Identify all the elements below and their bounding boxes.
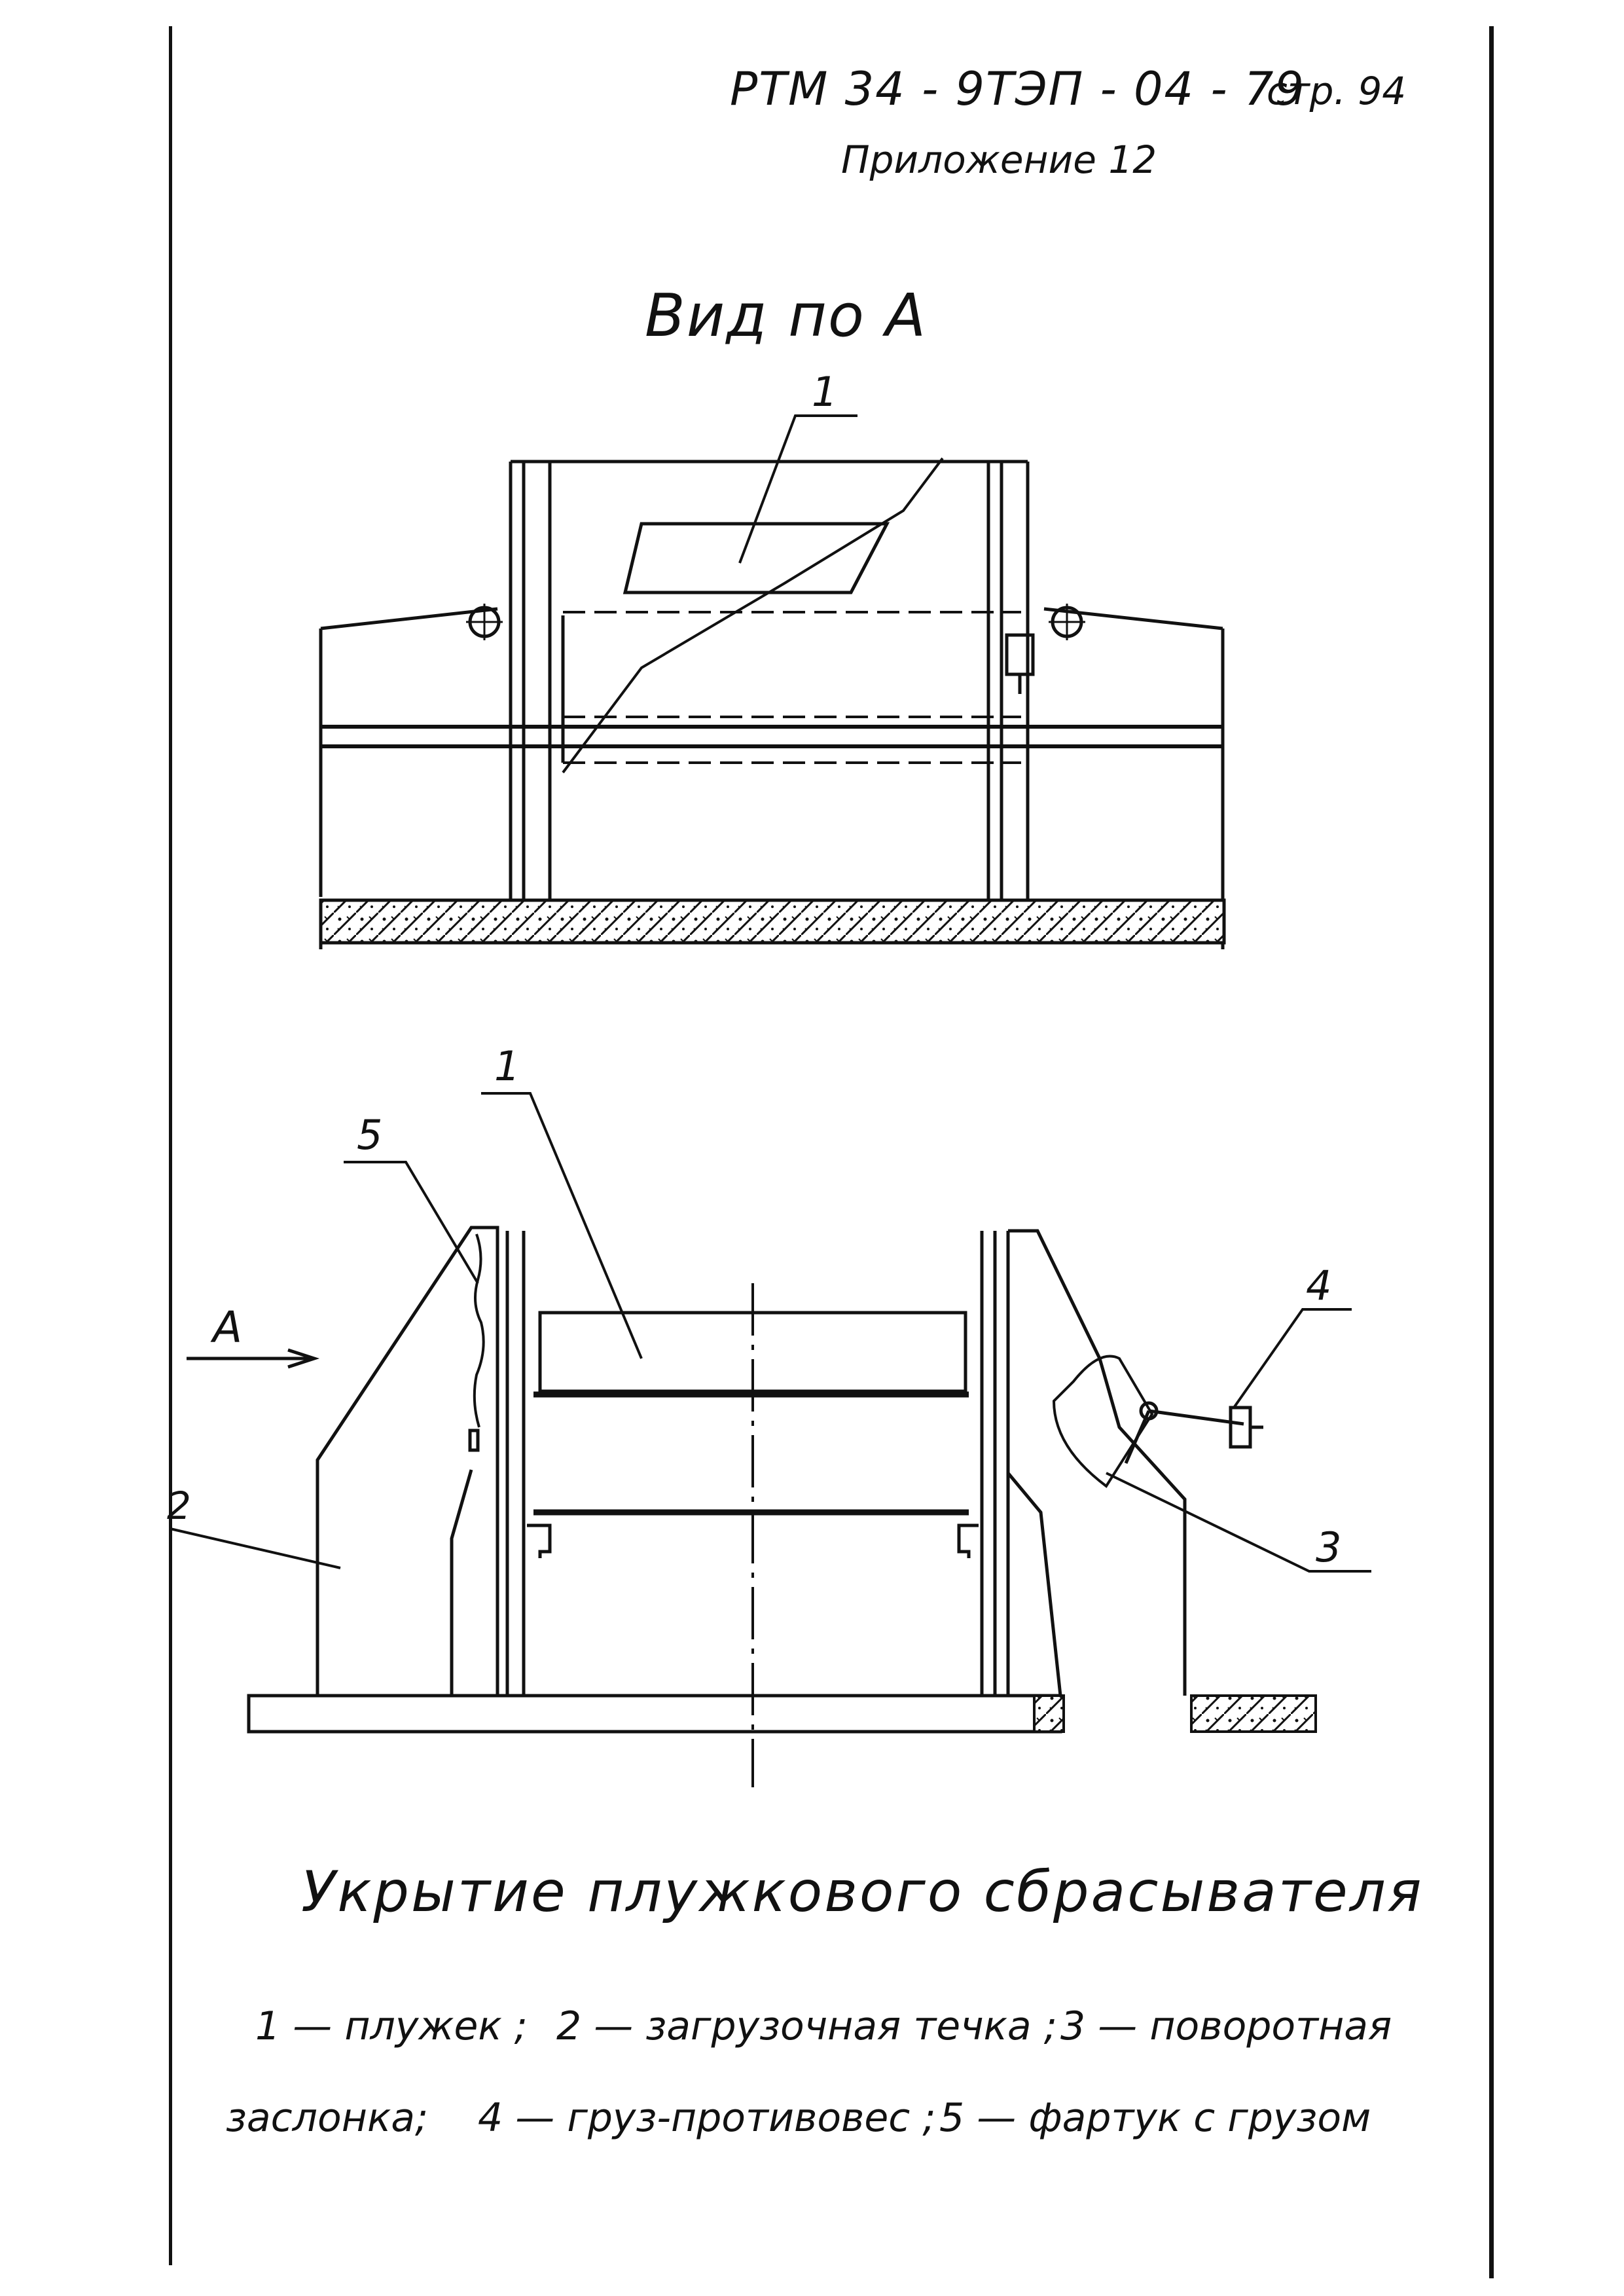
- base-plate: [247, 1694, 1062, 1734]
- plow-diagonal: [562, 457, 944, 774]
- counterweight-lever: [1148, 1409, 1244, 1426]
- apron-weight: [468, 1429, 480, 1452]
- left-border-line: [169, 26, 172, 2265]
- counterweight: [1229, 1406, 1252, 1449]
- legend-item-2: 2 — загрузочная течка ;: [556, 2003, 1057, 2049]
- callout-5-leader: [344, 1161, 479, 1285]
- floor-hatch-right: [1190, 1694, 1317, 1733]
- hidden-belt-line: [563, 611, 1021, 764]
- right-post: [986, 462, 1030, 903]
- side-callout-2: 2: [167, 1484, 191, 1528]
- right-chute: [1008, 1229, 1187, 1696]
- top-callout-1: 1: [812, 368, 837, 416]
- top-view-drawing: [319, 414, 1226, 949]
- chute-inner: [450, 1469, 473, 1696]
- callout-1-leader: [481, 1092, 643, 1359]
- side-view-drawing: [170, 1092, 1371, 1787]
- apron: [473, 1233, 485, 1428]
- side-left-post: [496, 1231, 526, 1696]
- loading-chute: [316, 1226, 499, 1696]
- guide-right: [957, 1523, 979, 1558]
- side-callout-1: 1: [494, 1042, 520, 1090]
- legend-item-3: 3 — поворотная: [1060, 2003, 1392, 2049]
- callout-4-leader: [1233, 1308, 1352, 1409]
- document-code: РТМ 34 - 9ТЭП - 04 - 79: [730, 62, 1305, 116]
- page-number: стр. 94: [1267, 69, 1407, 113]
- conveyor-frame: [319, 607, 1225, 903]
- side-callout-3: 3: [1316, 1523, 1341, 1571]
- legend-item-4: 4 — груз-противовес ;: [478, 2095, 936, 2141]
- right-chute-inner: [1007, 1472, 1062, 1696]
- floor-hatch: [319, 898, 1226, 945]
- legend-item-1: 1 — плужек ;: [255, 2003, 528, 2049]
- guide-left: [527, 1523, 552, 1558]
- left-post: [509, 462, 552, 903]
- side-callout-5: 5: [357, 1111, 382, 1159]
- figure-caption-title: Укрытие плужкового сбрасывателя: [301, 1859, 1424, 1925]
- callout-2-leader: [170, 1527, 341, 1569]
- right-border-line: [1489, 26, 1494, 2278]
- callout-3-leader: [1106, 1472, 1371, 1573]
- legend-item-3-continued: заслонка;: [226, 2095, 429, 2141]
- legend-item-5: 5 — фартук с грузом: [939, 2095, 1371, 2141]
- side-arrow-label: А: [210, 1302, 242, 1353]
- floor-hatch-left: [1033, 1694, 1065, 1733]
- side-right-post: [980, 1231, 1010, 1696]
- plow: [623, 522, 890, 594]
- view-title: Вид по А: [645, 282, 928, 350]
- conveyor-belt-line: [321, 725, 1223, 748]
- direction-arrow: [187, 1348, 320, 1369]
- appendix-label: Приложение 12: [841, 137, 1157, 182]
- callout-1-leader: [738, 414, 857, 564]
- rotary-damper: [1052, 1355, 1154, 1488]
- lever-pivot: [1139, 1401, 1159, 1421]
- side-callout-4: 4: [1306, 1262, 1331, 1309]
